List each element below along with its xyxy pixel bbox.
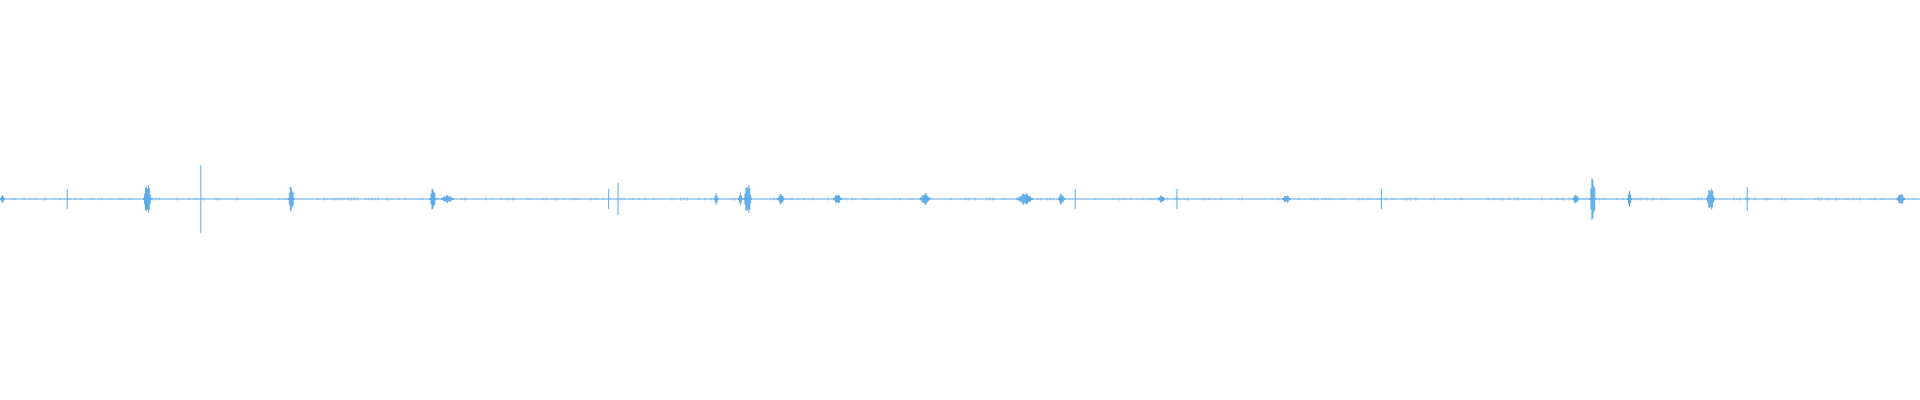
waveform-events — [0, 165, 1906, 233]
waveform-burst — [1572, 194, 1580, 204]
waveform-burst — [1627, 191, 1632, 207]
waveform-burst — [143, 185, 152, 213]
waveform-burst — [1282, 195, 1291, 203]
waveform-burst — [833, 194, 842, 204]
waveform-burst — [713, 193, 719, 205]
waveform-burst — [1158, 195, 1165, 203]
waveform-burst — [1896, 193, 1906, 205]
waveform-burst — [287, 186, 295, 212]
waveform-burst — [743, 185, 753, 213]
waveform-burst — [1057, 193, 1065, 205]
waveform-burst — [441, 195, 454, 203]
waveform-burst — [1016, 193, 1034, 205]
waveform-burst — [429, 188, 437, 210]
waveform-burst — [1706, 188, 1716, 210]
waveform-burst — [0, 195, 5, 203]
waveform-burst — [1589, 178, 1597, 220]
waveform-burst — [737, 193, 743, 205]
waveform-burst — [919, 193, 931, 205]
waveform-burst — [777, 193, 785, 205]
